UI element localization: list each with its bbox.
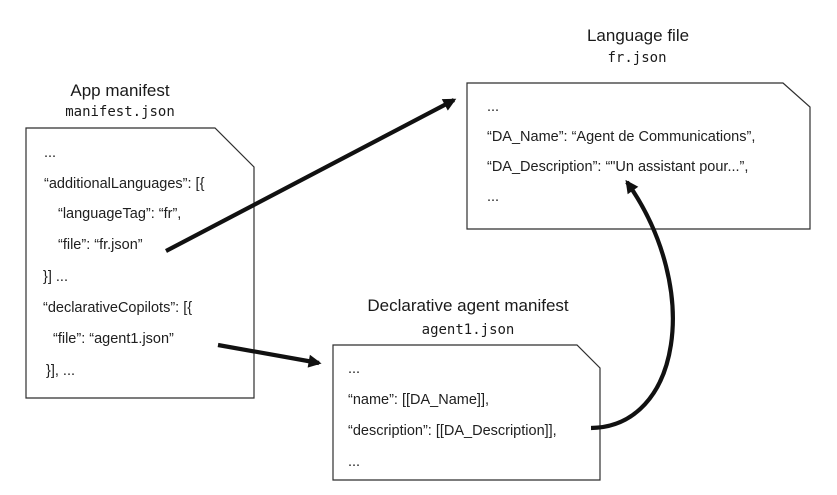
language-file-box	[466, 82, 811, 230]
app-manifest-line: ...	[44, 145, 57, 161]
language-file-line: “DA_Description”: “"Un assistant pour...…	[487, 159, 749, 175]
arrow-description-to-da-description	[590, 179, 675, 431]
language-file-filename: fr.json	[607, 50, 667, 66]
app-manifest-title: App manifest	[70, 81, 170, 100]
language-file-line: ...	[487, 189, 500, 205]
agent-manifest-box	[332, 344, 601, 481]
app-manifest-line: “file”: “fr.json”	[58, 237, 143, 253]
app-manifest-line: }] ...	[43, 269, 68, 285]
app-manifest-line: “languageTag”: “fr”,	[58, 206, 182, 222]
app-manifest-line: “additionalLanguages”: [{	[44, 176, 205, 192]
agent-manifest-line: ...	[348, 361, 361, 377]
app-manifest-line: }], ...	[46, 363, 76, 379]
arrow-agent1json-to-agent-manifest	[217, 342, 322, 368]
agent-manifest-filename: agent1.json	[421, 322, 515, 338]
app-manifest-filename: manifest.json	[65, 104, 175, 120]
agent-manifest-line: “name”: [[DA_Name]],	[348, 392, 490, 408]
agent-manifest-title: Declarative agent manifest	[367, 296, 569, 315]
arrow-frjson-to-language-file	[165, 98, 457, 253]
language-file-title: Language file	[586, 26, 690, 45]
app-manifest-line: “declarativeCopilots”: [{	[43, 300, 193, 316]
app-manifest-box	[25, 127, 255, 399]
language-file-line: “DA_Name”: “Agent de Communications”,	[487, 129, 756, 145]
agent-manifest-line: “description”: [[DA_Description]],	[348, 423, 557, 439]
language-file-line: ...	[487, 99, 500, 115]
app-manifest-line: “file”: “agent1.json”	[53, 331, 174, 347]
agent-manifest-line: ...	[348, 454, 361, 470]
